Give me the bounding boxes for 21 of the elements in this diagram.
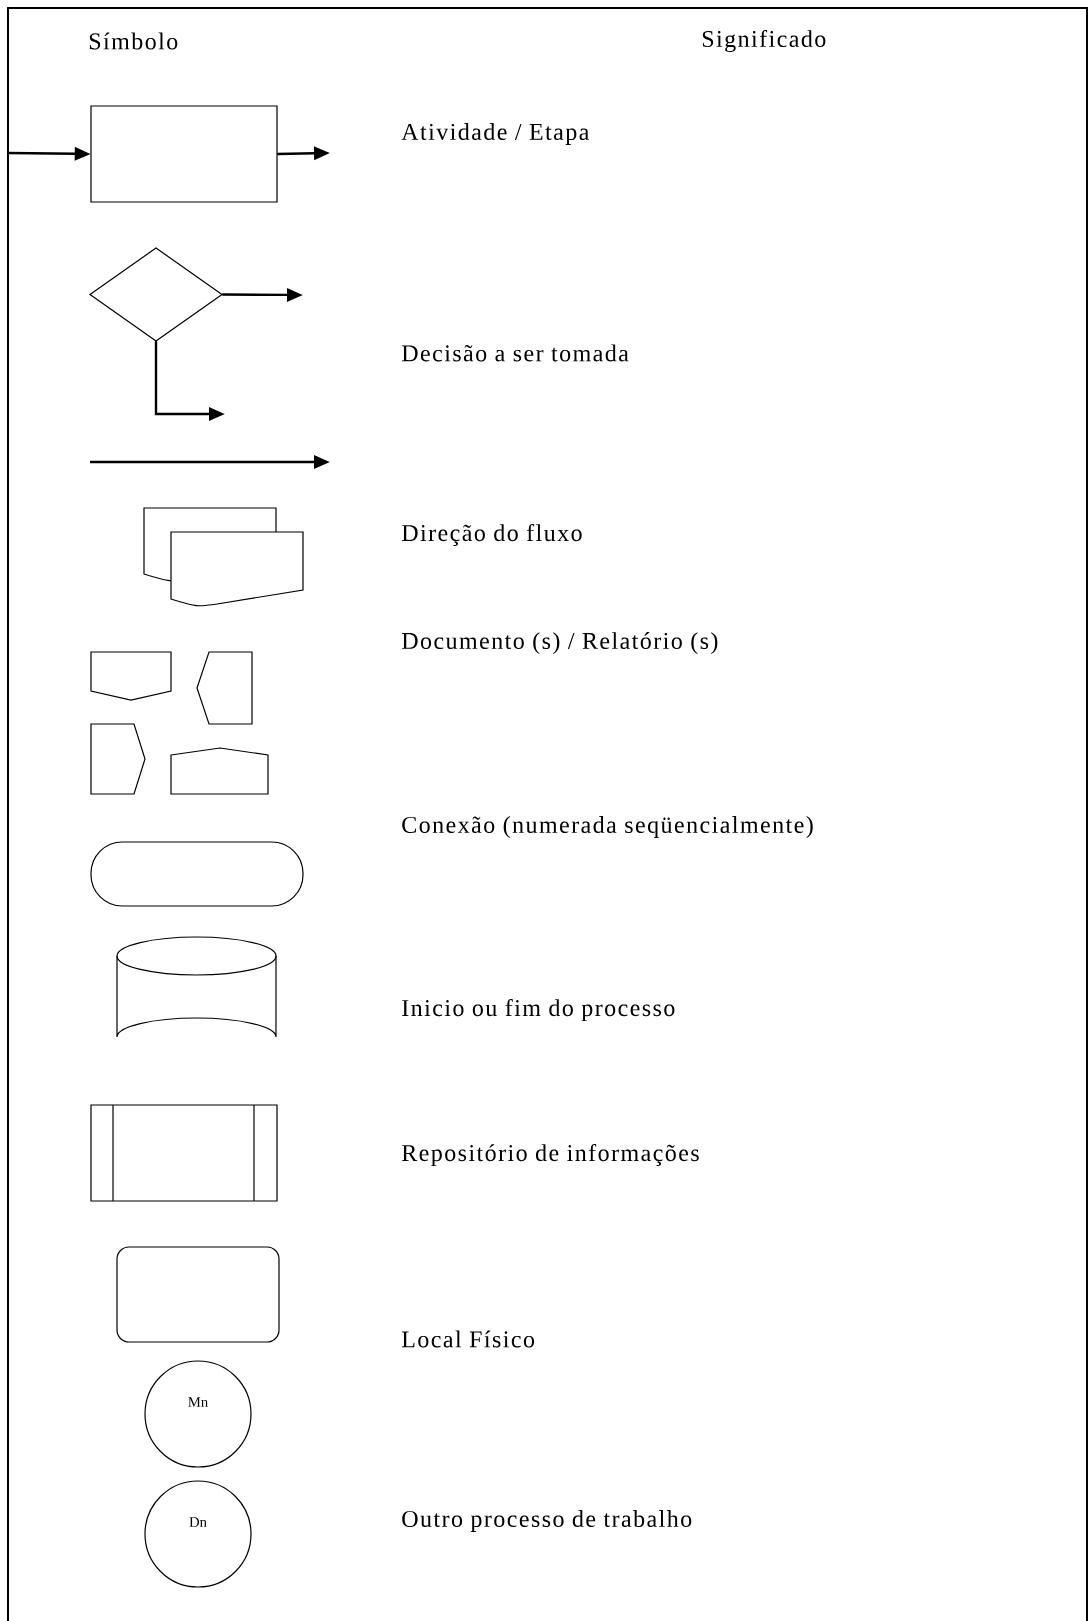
label-text: Outro processo de trabalho [402,1510,692,1532]
connector-symbol [170,747,269,795]
terminator-symbol [90,841,304,907]
label-text: Símbolo [89,32,178,50]
predefined-process-box [90,1104,278,1202]
label-text: Inicio ou fim do processo [402,999,675,1021]
document-symbol [170,531,304,607]
connector-symbol [90,651,172,701]
connector-symbol [196,651,253,725]
connector-symbol [90,723,146,795]
label-text: Conexão (numerada seqüencialmente) [402,816,813,838]
label-text: Decisão a ser tomada [401,344,629,362]
label-text: Atividade / Etapa [401,123,590,145]
rounded-box [116,1246,280,1343]
database-cylinder [116,936,277,1038]
label-text: Direção do fluxo [401,524,582,546]
label-text: Documento (s) / Relatório (s) [401,632,718,654]
label-text: Significado [702,29,826,53]
process-box [90,105,278,203]
label-text: Repositório de informações [401,1144,699,1166]
label-text: Local Físico [401,1330,535,1348]
